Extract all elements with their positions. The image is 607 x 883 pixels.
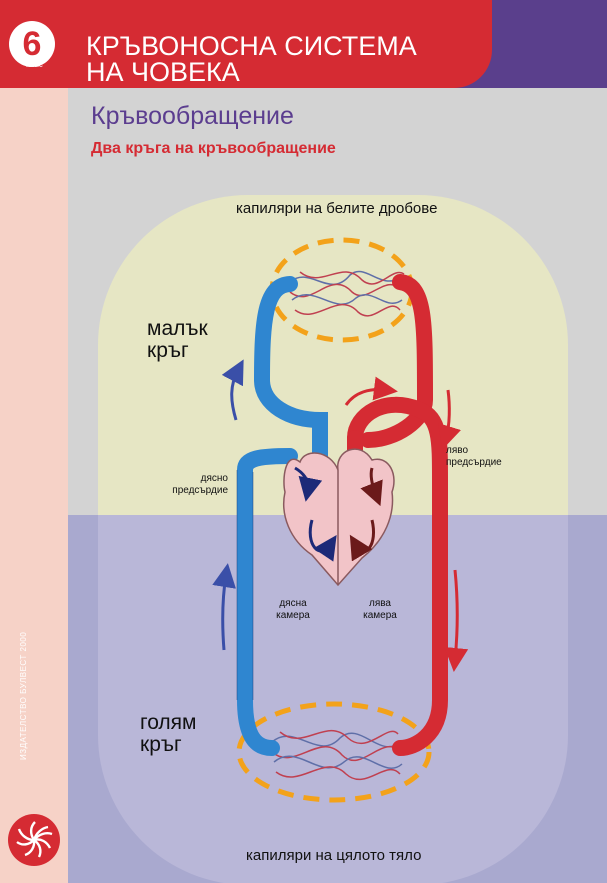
right-ventricle-label: дясна камера [273,598,313,622]
big-circle-label-line-1: голям [140,712,196,734]
small-circle-label-line-1: малък [147,318,208,340]
right-ventricle-label-line-1: дясна [273,598,313,610]
left-atrium-label: ляво предсърдие [446,445,502,469]
left-ventricle-label-line-1: лява [360,598,400,610]
left-atrium-label-line-1: ляво [446,445,502,457]
lung-capillaries-label: капиляри на белите дробове [236,200,437,217]
small-circle-label-line-2: кръг [147,340,208,362]
right-atrium-label-line-1: дясно [168,473,228,485]
publisher-credit: ИЗДАТЕЛСТВО БУЛВЕСТ 2000 [19,632,28,760]
big-circle-label: голям кръг [140,712,196,756]
left-ventricle-label-line-2: камера [360,610,400,622]
big-circle-label-line-2: кръг [140,734,196,756]
small-circle-label: малък кръг [147,318,208,362]
right-ventricle-label-line-2: камера [273,610,313,622]
right-atrium-label: дясно предсърдие [168,473,228,497]
left-ventricle-label: лява камера [360,598,400,622]
publisher-logo [8,814,60,866]
left-atrium-label-line-2: предсърдие [446,457,502,469]
right-atrium-label-line-2: предсърдие [168,485,228,497]
body-capillaries-label: капиляри на цялото тяло [246,847,421,864]
